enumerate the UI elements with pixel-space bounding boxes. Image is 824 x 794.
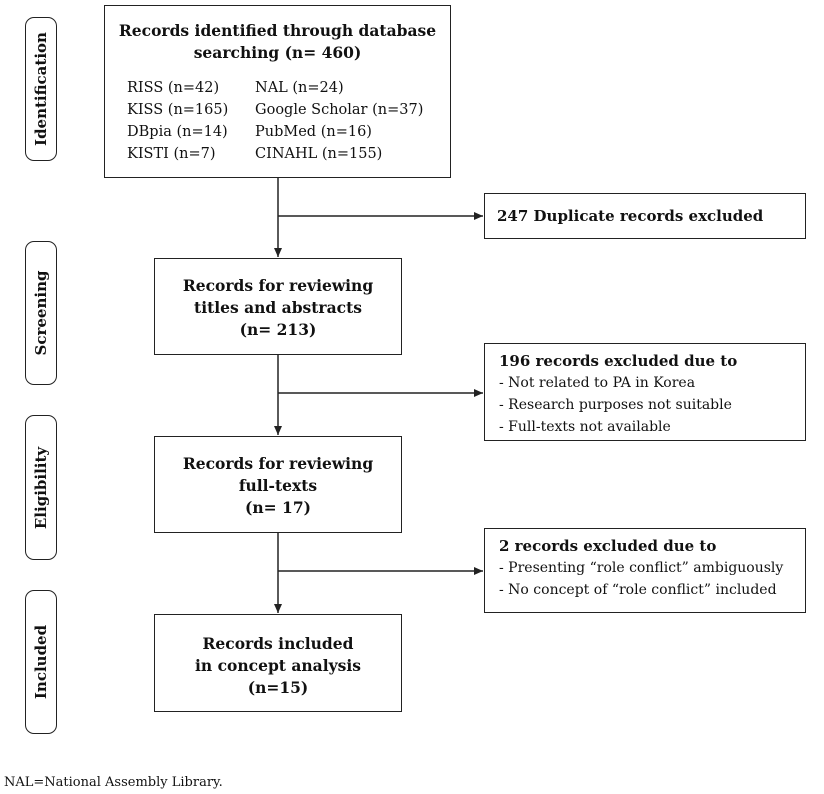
footnote: NAL=National Assembly Library. xyxy=(4,775,223,790)
duplicates-excluded-box: 247 Duplicate records excluded xyxy=(484,193,806,239)
exclusion-reason: - Presenting “role conflict” ambiguously xyxy=(499,560,784,576)
database-count: RISS (n=42) xyxy=(127,80,220,96)
included-line2: in concept analysis xyxy=(195,656,361,675)
identification-title-line2: searching (n= 460) xyxy=(193,43,362,62)
screening-line2: titles and abstracts xyxy=(194,298,362,317)
exclusion-reason: - Research purposes not suitable xyxy=(499,397,732,413)
exclusion-reason: - Not related to PA in Korea xyxy=(499,375,696,391)
database-count: KISS (n=165) xyxy=(127,102,229,118)
phase-included: Included xyxy=(25,590,57,734)
database-count: DBpia (n=14) xyxy=(127,124,228,140)
screening-exclusion-box: 196 records excluded due to - Not relate… xyxy=(484,343,806,441)
phase-included-label: Included xyxy=(32,624,50,700)
screening-exclusion-heading: 196 records excluded due to xyxy=(499,352,738,370)
eligibility-exclusion-box: 2 records excluded due to - Presenting “… xyxy=(484,528,806,613)
phase-eligibility-label: Eligibility xyxy=(32,446,50,529)
eligibility-exclusion-heading: 2 records excluded due to xyxy=(499,537,717,555)
database-count: Google Scholar (n=37) xyxy=(255,102,424,118)
included-box: Records included in concept analysis (n=… xyxy=(154,614,402,712)
eligibility-box: Records for reviewing full-texts (n= 17) xyxy=(154,436,402,533)
screening-count: (n= 213) xyxy=(239,320,317,339)
database-count: NAL (n=24) xyxy=(255,80,344,96)
exclusion-reason: - Full-texts not available xyxy=(499,419,671,435)
screening-line1: Records for reviewing xyxy=(182,276,374,295)
included-count: (n=15) xyxy=(247,678,309,697)
database-count: KISTI (n=7) xyxy=(127,146,216,162)
identification-title: Records identified through database sear… xyxy=(105,20,450,64)
duplicates-excluded-text: 247 Duplicate records excluded xyxy=(497,207,764,225)
phase-eligibility: Eligibility xyxy=(25,415,57,560)
identification-box: Records identified through database sear… xyxy=(104,5,451,178)
eligibility-line1: Records for reviewing xyxy=(182,454,374,473)
phase-identification: Identification xyxy=(25,17,57,161)
phase-screening: Screening xyxy=(25,241,57,385)
phase-screening-label: Screening xyxy=(32,270,50,356)
exclusion-reason: - No concept of “role conflict” included xyxy=(499,582,777,598)
database-count: PubMed (n=16) xyxy=(255,124,372,140)
phase-identification-label: Identification xyxy=(32,32,50,146)
database-count: CINAHL (n=155) xyxy=(255,146,383,162)
eligibility-count: (n= 17) xyxy=(245,498,311,517)
identification-title-line1: Records identified through database xyxy=(118,21,437,40)
eligibility-line2: full-texts xyxy=(238,476,318,495)
included-line1: Records included xyxy=(202,634,354,653)
screening-box: Records for reviewing titles and abstrac… xyxy=(154,258,402,355)
